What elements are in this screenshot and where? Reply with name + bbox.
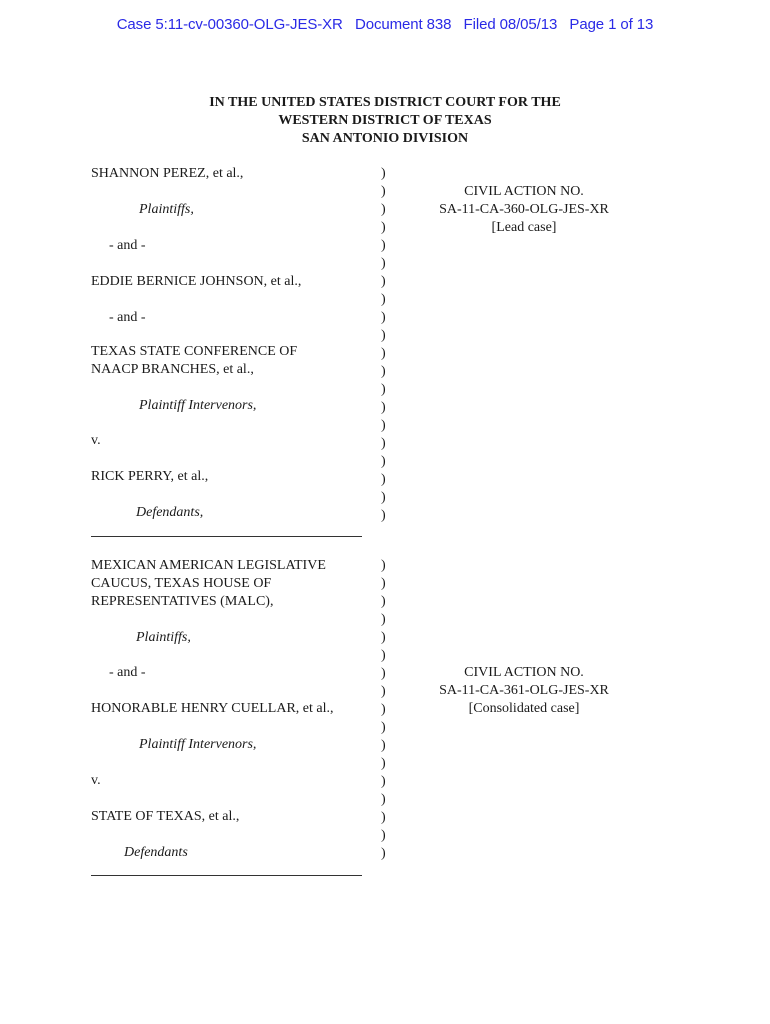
stamp-filed-date: Filed 08/05/13 xyxy=(463,16,558,33)
civil-action-label: CIVIL ACTION NO. xyxy=(464,665,584,680)
stamp-document-number: Document 838 xyxy=(354,16,452,33)
party-shannon-perez: SHANNON PEREZ, et al., xyxy=(91,166,244,181)
versus: v. xyxy=(91,773,101,788)
role-plaintiffs: Plaintiffs, xyxy=(136,630,191,645)
court-line-2: WESTERN DISTRICT OF TEXAS xyxy=(278,113,492,128)
court-heading: IN THE UNITED STATES DISTRICT COURT FOR … xyxy=(0,94,770,148)
role-defendants: Defendants xyxy=(124,845,188,860)
role-plaintiffs: Plaintiffs, xyxy=(139,202,194,217)
caption-divider xyxy=(91,875,362,876)
conjunction-and: - and - xyxy=(109,238,146,253)
caption-paren-column: ))))) ))))) ))))) ))))) xyxy=(381,166,386,523)
court-line-1: IN THE UNITED STATES DISTRICT COURT FOR … xyxy=(209,95,561,110)
civil-action-note: [Consolidated case] xyxy=(468,701,580,716)
civil-action-note: [Lead case] xyxy=(491,220,557,235)
party-naacp-line-2: NAACP BRANCHES, et al., xyxy=(91,362,254,377)
civil-action-number: SA-11-CA-360-OLG-JES-XR xyxy=(439,202,609,217)
party-eddie-bernice-johnson: EDDIE BERNICE JOHNSON, et al., xyxy=(91,274,302,289)
conjunction-and: - and - xyxy=(109,310,146,325)
stamp-page-count: Page 1 of 13 xyxy=(569,16,654,33)
role-plaintiff-intervenors: Plaintiff Intervenors, xyxy=(139,737,257,752)
party-malc-line-2: CAUCUS, TEXAS HOUSE OF xyxy=(91,576,272,591)
conjunction-and: - and - xyxy=(109,665,146,680)
ecf-header-stamp: Case 5:11-cv-00360-OLG-JES-XR Document 8… xyxy=(0,16,770,33)
stamp-case-number: Case 5:11-cv-00360-OLG-JES-XR xyxy=(116,16,343,33)
party-malc-line-3: REPRESENTATIVES (MALC), xyxy=(91,594,274,609)
caption-paren-column: ))))) ))))) ))))) )) xyxy=(381,558,386,861)
role-plaintiff-intervenors: Plaintiff Intervenors, xyxy=(139,398,257,413)
versus: v. xyxy=(91,433,101,448)
party-malc-line-1: MEXICAN AMERICAN LEGISLATIVE xyxy=(91,558,326,573)
consolidated-case-civil-action: CIVIL ACTION NO. SA-11-CA-361-OLG-JES-XR… xyxy=(414,664,634,718)
lead-case-civil-action: CIVIL ACTION NO. SA-11-CA-360-OLG-JES-XR… xyxy=(414,183,634,237)
party-rick-perry: RICK PERRY, et al., xyxy=(91,469,209,484)
court-line-3: SAN ANTONIO DIVISION xyxy=(301,131,469,146)
party-henry-cuellar: HONORABLE HENRY CUELLAR, et al., xyxy=(91,701,334,716)
civil-action-label: CIVIL ACTION NO. xyxy=(464,184,584,199)
civil-action-number: SA-11-CA-361-OLG-JES-XR xyxy=(439,683,609,698)
role-defendants: Defendants, xyxy=(136,505,204,520)
party-state-of-texas: STATE OF TEXAS, et al., xyxy=(91,809,240,824)
caption-divider xyxy=(91,536,362,537)
party-naacp-line-1: TEXAS STATE CONFERENCE OF xyxy=(91,344,298,359)
